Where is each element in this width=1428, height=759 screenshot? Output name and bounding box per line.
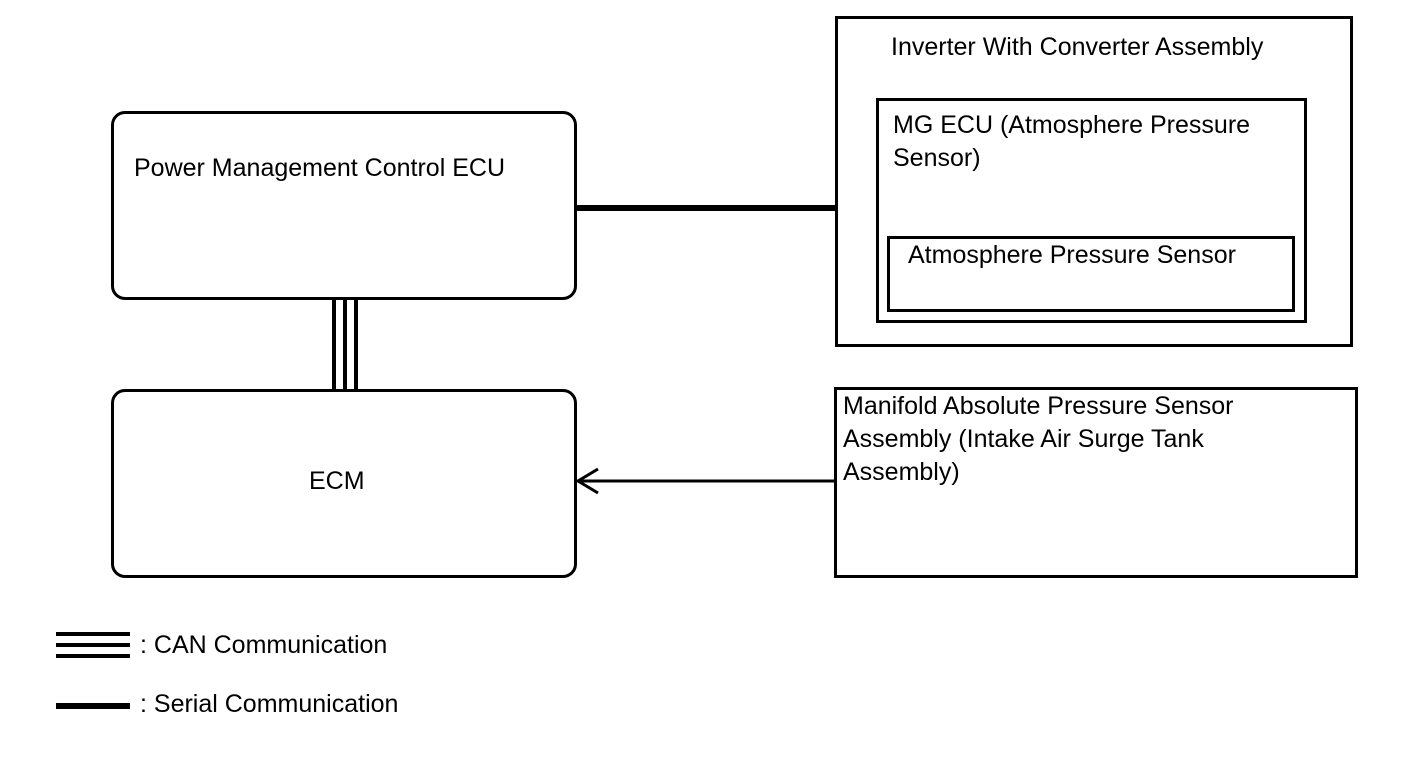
arrowhead bbox=[575, 467, 599, 495]
map-sensor-box: Manifold Absolute Pressure Sensor Assemb… bbox=[834, 387, 1358, 578]
atmosphere-pressure-sensor-label: Atmosphere Pressure Sensor bbox=[908, 241, 1236, 269]
legend-serial-label: : Serial Communication bbox=[140, 690, 399, 718]
can-line-pmc-ecm bbox=[332, 299, 358, 390]
inverter-label: Inverter With Converter Assembly bbox=[891, 33, 1264, 61]
mg-ecu-label-line2: Sensor) bbox=[893, 144, 981, 172]
ecm-box: ECM bbox=[111, 389, 577, 578]
legend-can-label: : CAN Communication bbox=[140, 631, 388, 659]
map-sensor-label-line1: Manifold Absolute Pressure Sensor bbox=[843, 392, 1234, 420]
pmc-ecu-label: Power Management Control ECU bbox=[134, 154, 505, 182]
pmc-ecu-box: Power Management Control ECU bbox=[111, 111, 577, 300]
legend-can-symbol bbox=[56, 632, 130, 658]
atmosphere-pressure-sensor-box: Atmosphere Pressure Sensor bbox=[887, 236, 1295, 312]
map-sensor-label-line3: Assembly) bbox=[843, 458, 960, 486]
map-sensor-label-line2: Assembly (Intake Air Surge Tank bbox=[843, 425, 1204, 453]
mg-ecu-label-line1: MG ECU (Atmosphere Pressure bbox=[893, 111, 1251, 139]
ecm-label: ECM bbox=[309, 467, 365, 495]
